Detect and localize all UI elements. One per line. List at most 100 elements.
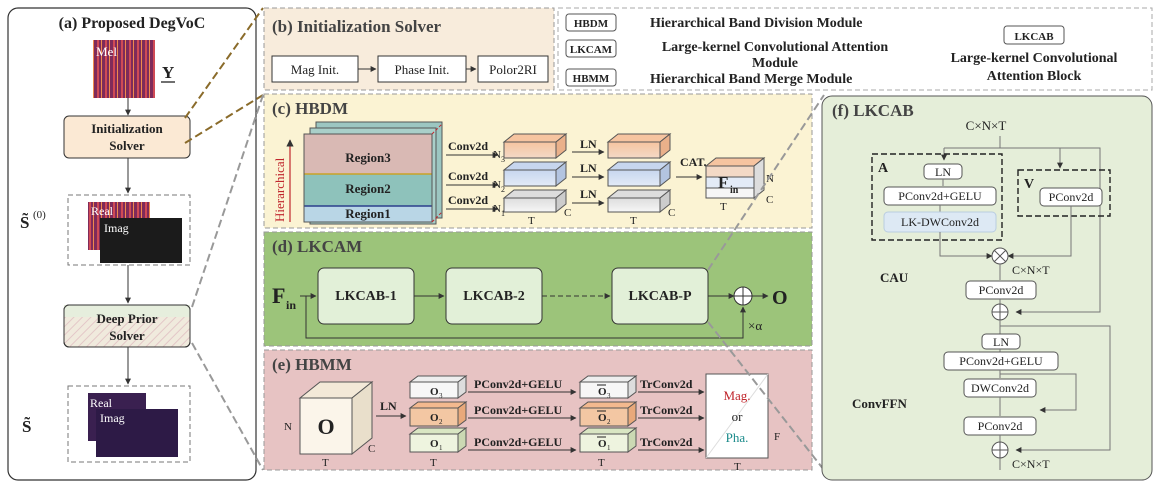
cube1-t-label: T — [528, 215, 535, 227]
v-pconv-label: PConv2d — [1049, 190, 1094, 204]
convffn-label: ConvFFN — [852, 396, 908, 411]
obar1-sub: 1 — [607, 444, 611, 452]
conv2d-label-3: Conv2d — [448, 139, 488, 153]
o-cube-t-label: T — [322, 457, 329, 469]
s0-symbol: S̃ — [20, 212, 29, 232]
n2-label: N — [493, 179, 501, 191]
trconv-label-3: TrConv2d — [640, 377, 693, 391]
polar2ri-block — [477, 55, 549, 83]
obar-stack-t-label: T — [598, 457, 605, 469]
lkcab-1-label: LKCAB-1 — [335, 289, 396, 304]
cau-pconv-label: PConv2d — [979, 283, 1024, 297]
o2-sub: 2 — [439, 418, 443, 426]
legend-hbmm-abbr: HBMM — [573, 73, 610, 85]
a-branch-box — [871, 153, 1003, 241]
mel-label: Mel — [96, 44, 117, 59]
fin-n-label: N — [766, 173, 774, 185]
output-t-label: T — [734, 461, 741, 473]
mag-init-block — [271, 55, 359, 83]
lkcab-p-label: LKCAB-P — [629, 289, 692, 304]
panel-b: (b) Initialization Solver Mag Init. Phas… — [263, 7, 555, 91]
cau-pconv-block — [965, 280, 1037, 300]
region1-label: Region1 — [345, 206, 391, 221]
o3-sub: 3 — [439, 392, 443, 400]
lkcab-2-label: LKCAB-2 — [463, 289, 524, 304]
hbmm-ln-label: LN — [380, 399, 397, 413]
pconv-gelu-label-2: PConv2d+GELU — [474, 403, 563, 417]
hbmm-o-stack: O 3 O 2 O 1 T — [408, 375, 468, 469]
lkcam-fin-subscript: in — [286, 298, 296, 312]
n2-sub: 2 — [501, 185, 505, 194]
hbmm-obar-stack: O 3 O 2 O 1 T — [578, 375, 638, 469]
legend-lkcam-abbr: LKCAM — [570, 44, 613, 56]
real-label: Real — [91, 204, 114, 218]
s0-superscript: (0) — [33, 209, 46, 221]
panel-f-title: (f) LKCAB — [832, 101, 914, 120]
n1-sub: 1 — [501, 209, 505, 218]
obar2-label: O — [598, 412, 607, 424]
ln-label-1: LN — [580, 187, 597, 201]
output-f-label: F — [774, 431, 780, 443]
trconv-label-1: TrConv2d — [640, 435, 693, 449]
imag-spectrogram — [100, 218, 182, 263]
fin-subscript: in — [730, 185, 739, 196]
lkcab-ln-label: LN — [935, 165, 951, 179]
panel-e-title: (e) HBMM — [272, 355, 352, 374]
pha-label: Pha. — [726, 430, 749, 445]
o2-label: O — [430, 412, 439, 424]
o-cube-symbol: O — [317, 414, 334, 439]
lk-dwconv-label: LK-DWConv2d — [901, 215, 979, 229]
panel-d: (d) LKCAM F in LKCAB-1 LKCAB-2 LKCAB-P O… — [263, 231, 813, 347]
ffn-pconv-gelu-block — [943, 351, 1059, 371]
legend: HBDM Hierarchical Band Division Module L… — [557, 7, 1153, 91]
dwconv-label: DWConv2d — [971, 381, 1029, 395]
panel-c-title: (c) HBDM — [272, 99, 348, 118]
o-stack-t-label: T — [430, 457, 437, 469]
panel-c: (c) HBDM Hierarchical Region3 Region2 Re… — [263, 93, 813, 229]
hierarchical-label: Hierarchical — [272, 157, 287, 222]
lkcam-fin-symbol: F — [272, 283, 285, 308]
deep-prior-line2: Solver — [109, 328, 145, 343]
conv2d-label-2: Conv2d — [448, 169, 488, 183]
ffn-ln-block — [981, 333, 1021, 350]
initialization-solver-block — [63, 115, 191, 159]
fin-symbol: F — [718, 173, 728, 192]
cau-label: CAU — [880, 270, 909, 285]
conv2d-label-1: Conv2d — [448, 193, 488, 207]
n3-sub: 3 — [501, 155, 505, 164]
fin-t-label: T — [720, 201, 727, 213]
a-label: A — [878, 161, 889, 176]
panel-e: (e) HBMM O N T C LN O 3 O 2 O 1 T — [263, 349, 813, 473]
cnt-bot-label: C×N×T — [1012, 457, 1050, 471]
v-label: V — [1024, 177, 1034, 192]
hbdm-cube-stack-2: T C — [606, 132, 675, 227]
lkcam-output-symbol: O — [772, 287, 788, 309]
obar3-sub: 3 — [607, 392, 611, 400]
o3-label: O — [430, 386, 439, 398]
or-label: or — [732, 409, 744, 424]
imag2-spectrogram — [96, 409, 178, 457]
imag2-label: Imag — [100, 411, 125, 425]
v-branch-box — [1017, 169, 1111, 217]
panel-a: (a) Proposed DegVoC Mel Y Initialization… — [7, 7, 257, 481]
init-solver-line1: Initialization — [91, 121, 163, 136]
cube1-c-label: C — [564, 207, 571, 219]
obar2-sub: 2 — [607, 418, 611, 426]
region3-label: Region3 — [345, 150, 391, 165]
panel-d-title: (d) LKCAM — [272, 237, 362, 256]
real2-label: Real — [90, 396, 113, 410]
pconv-gelu-label-3: PConv2d+GELU — [474, 377, 563, 391]
legend-lkcab-full-2: Attention Block — [987, 69, 1082, 84]
o-cube-n-label: N — [284, 421, 292, 433]
ffn-ln-label: LN — [993, 335, 1009, 349]
pconv-gelu-label: PConv2d+GELU — [898, 189, 982, 203]
panel-f: (f) LKCAB C×N×T A LN PConv2d+GELU LK-DWC… — [821, 95, 1153, 481]
imag-label: Imag — [104, 221, 129, 235]
legend-lkcab-abbr: LKCAB — [1014, 31, 1054, 43]
ln-label-2: LN — [580, 161, 597, 175]
trconv-label-2: TrConv2d — [640, 403, 693, 417]
mag-label: Mag. — [723, 388, 750, 403]
obar1-label: O — [598, 438, 607, 450]
legend-lkcam-full-2: Module — [752, 56, 798, 71]
